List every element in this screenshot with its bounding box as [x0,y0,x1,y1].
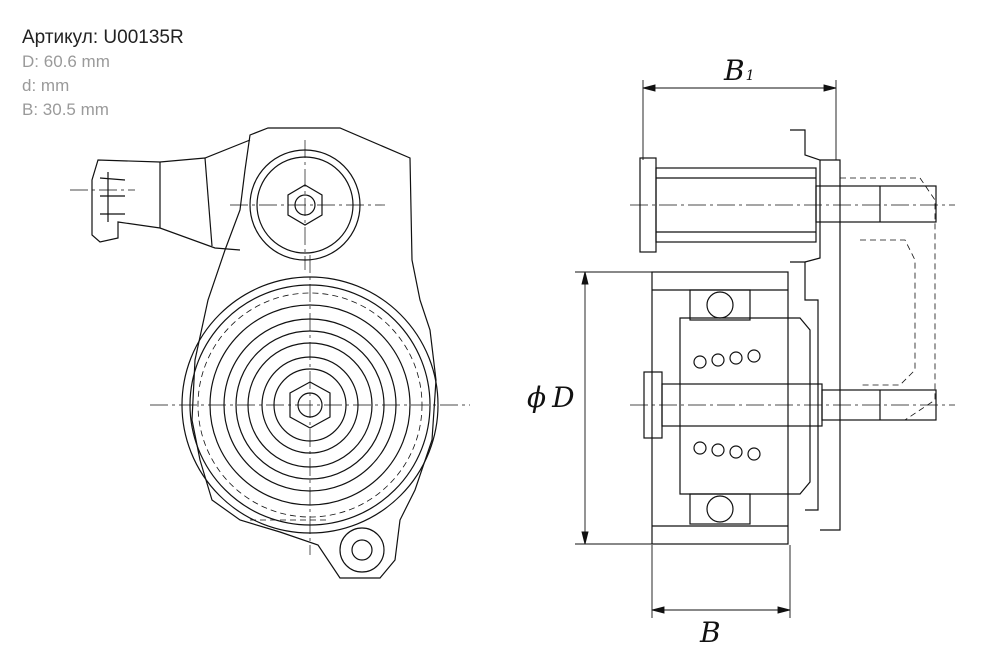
bracket-plate [820,159,841,531]
spec-label: D: [22,52,39,71]
spec-value: 60.6 mm [43,52,110,71]
bracket-frame-dashed [840,177,936,421]
bracket-arm [91,139,251,251]
dim-d-prefix: ϕ [527,381,546,414]
spring-lower [693,441,761,461]
spec-label: B: [22,100,39,119]
spec-label: d: [22,76,37,95]
spring-upper [693,349,761,369]
article-line: Артикул: U00135R [22,26,184,50]
side-view [639,129,937,545]
spec-panel: Артикул: U00135R D: 60.6 mm d: mm B: 30.… [22,26,184,122]
dim-b1-sub: 1 [746,68,755,84]
dim-b1-letter: B [723,54,745,87]
article-label: Артикул: [22,27,99,48]
top-bolt-hex [287,184,323,226]
arm-inner-line-2 [204,157,213,247]
spec-row-outer-diameter: D: 60.6 mm [22,50,184,74]
bracket-outline [191,127,437,579]
arm-tab [99,172,126,222]
top-bracket [790,129,821,263]
dim-b1-label: B1 [723,54,755,87]
spec-row-width: B: 30.5 mm [22,98,184,122]
front-view [91,127,439,579]
lower-ball [706,495,734,523]
upper-ball [706,291,734,319]
article-value: U00135R [103,27,184,48]
center-bolt-hex [289,381,331,429]
dimension-b1 [642,80,837,160]
pulley-body [651,271,789,545]
inner-housing [679,317,811,495]
dimension-d [575,271,655,545]
lower-lug-hole [351,539,373,561]
housing-step [790,261,819,511]
side-centerlines [630,204,955,406]
dim-b-label: B [699,616,721,649]
dim-d-letter: D [551,381,574,414]
lower-lug-outer [339,527,385,573]
front-centerlines [70,140,470,555]
bracket-frame-inner [860,239,916,386]
top-bolt-shaft [815,185,937,223]
spec-row-inner-diameter: d: mm [22,74,184,98]
spec-value: mm [40,76,70,95]
spec-value: 30.5 mm [42,100,109,119]
lower-bearing-race [689,493,751,525]
upper-bearing-race [689,289,751,321]
dimension-b [651,545,791,618]
